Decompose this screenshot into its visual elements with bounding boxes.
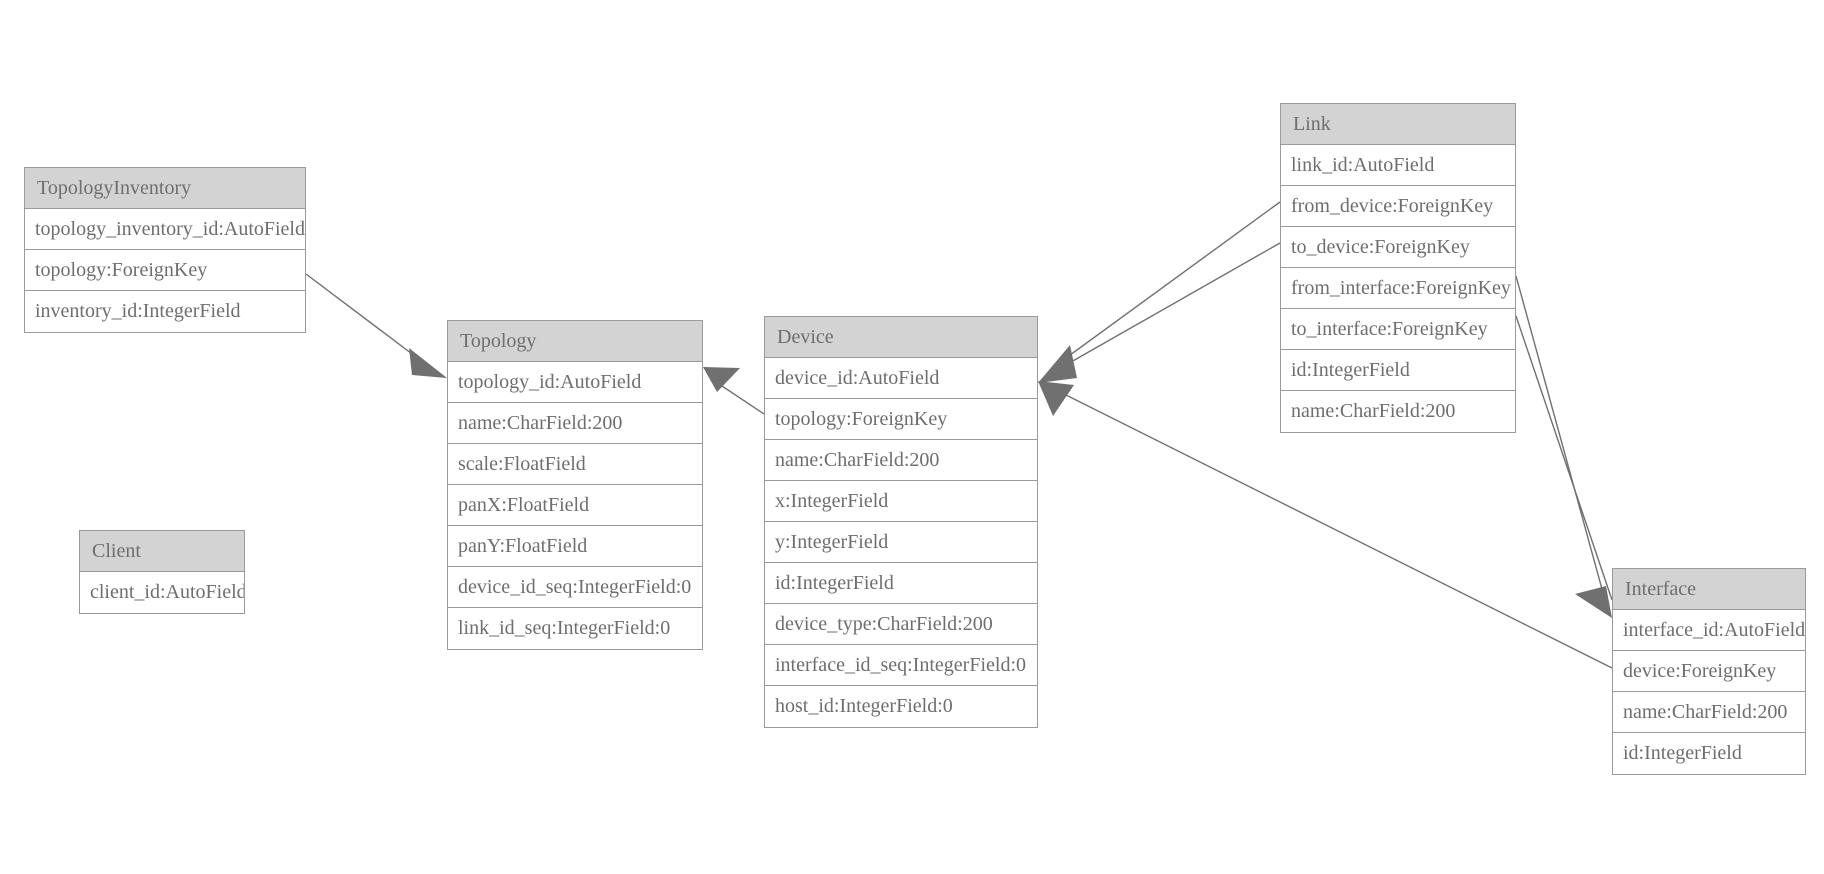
field-row: name:CharField:200 xyxy=(1281,391,1515,432)
edge-topologyinventory-topology xyxy=(305,273,447,378)
field-row: device_id:AutoField xyxy=(765,358,1037,399)
field-row: panX:FloatField xyxy=(448,485,702,526)
field-row: name:CharField:200 xyxy=(765,440,1037,481)
field-row: from_interface:ForeignKey xyxy=(1281,268,1515,309)
edge-link-to-device xyxy=(1056,242,1281,371)
field-row: to_device:ForeignKey xyxy=(1281,227,1515,268)
field-row: name:CharField:200 xyxy=(448,403,702,444)
field-row: client_id:AutoField xyxy=(80,572,244,613)
entity-interface-title: Interface xyxy=(1613,569,1805,610)
field-row: link_id_seq:IntegerField:0 xyxy=(448,608,702,649)
field-row: y:IntegerField xyxy=(765,522,1037,563)
field-row: host_id:IntegerField:0 xyxy=(765,686,1037,727)
edge-device-topology xyxy=(703,367,765,415)
entity-interface[interactable]: Interface interface_id:AutoField device:… xyxy=(1612,568,1806,775)
arrowhead-interface-from-link xyxy=(1575,586,1612,618)
field-row: id:IntegerField xyxy=(1281,350,1515,391)
edge-link-to-interface xyxy=(1515,315,1613,601)
field-row: interface_id:AutoField xyxy=(1613,610,1805,651)
field-row: x:IntegerField xyxy=(765,481,1037,522)
field-row: id:IntegerField xyxy=(1613,733,1805,774)
field-row: panY:FloatField xyxy=(448,526,702,567)
edge-link-from-interface xyxy=(1515,275,1606,601)
field-row: id:IntegerField xyxy=(765,563,1037,604)
field-row: device_id_seq:IntegerField:0 xyxy=(448,567,702,608)
field-row: interface_id_seq:IntegerField:0 xyxy=(765,645,1037,686)
field-row: topology_inventory_id:AutoField xyxy=(25,209,305,250)
entity-topologyinventory-title: TopologyInventory xyxy=(25,168,305,209)
entity-device[interactable]: Device device_id:AutoField topology:Fore… xyxy=(764,316,1038,728)
entity-link[interactable]: Link link_id:AutoField from_device:Forei… xyxy=(1280,103,1516,433)
entity-topology-title: Topology xyxy=(448,321,702,362)
field-row: topology:ForeignKey xyxy=(765,399,1037,440)
field-row: from_device:ForeignKey xyxy=(1281,186,1515,227)
field-row: inventory_id:IntegerField xyxy=(25,291,305,332)
field-row: topology:ForeignKey xyxy=(25,250,305,291)
entity-topologyinventory[interactable]: TopologyInventory topology_inventory_id:… xyxy=(24,167,306,333)
field-row: name:CharField:200 xyxy=(1613,692,1805,733)
field-row: link_id:AutoField xyxy=(1281,145,1515,186)
field-row: to_interface:ForeignKey xyxy=(1281,309,1515,350)
entity-topology[interactable]: Topology topology_id:AutoField name:Char… xyxy=(447,320,703,650)
field-row: topology_id:AutoField xyxy=(448,362,702,403)
field-row: device:ForeignKey xyxy=(1613,651,1805,692)
field-row: scale:FloatField xyxy=(448,444,702,485)
entity-link-title: Link xyxy=(1281,104,1515,145)
entity-client[interactable]: Client client_id:AutoField xyxy=(79,530,245,614)
field-row: device_type:CharField:200 xyxy=(765,604,1037,645)
entity-device-title: Device xyxy=(765,317,1037,358)
arrowhead-device-from-link xyxy=(1038,345,1077,383)
entity-client-title: Client xyxy=(80,531,244,572)
edge-link-from-device xyxy=(1054,201,1281,367)
